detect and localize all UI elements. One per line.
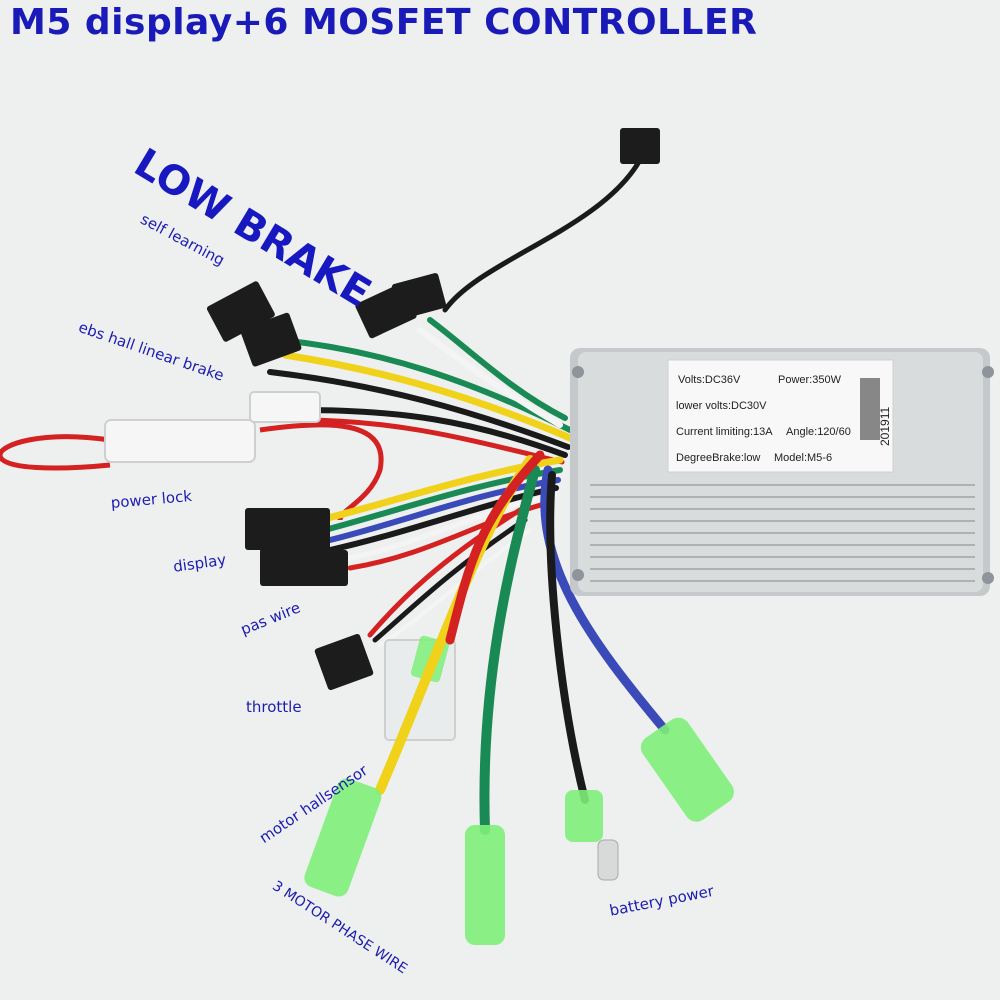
spec-angle: Angle:120/60 bbox=[786, 426, 851, 438]
label-throttle: throttle bbox=[246, 698, 302, 716]
top-connector-cable bbox=[442, 157, 643, 313]
spec-current: Current limiting:13A bbox=[676, 426, 773, 438]
ebs-connector bbox=[240, 312, 302, 367]
spec-label bbox=[667, 359, 894, 473]
phase-connector-yellow bbox=[304, 778, 382, 897]
battery-terminal bbox=[597, 839, 619, 881]
spec-model: Model:M5-6 bbox=[774, 452, 833, 464]
upper-wire-bundle bbox=[267, 317, 574, 465]
battery-connector-black bbox=[565, 790, 603, 842]
display-connector bbox=[245, 508, 330, 550]
page-title: M5 display+6 MOSFET CONTROLLER bbox=[10, 2, 758, 43]
barcode bbox=[860, 378, 880, 440]
screw bbox=[982, 366, 994, 378]
power-lock-connector bbox=[104, 419, 256, 463]
screw bbox=[572, 569, 584, 581]
pas-connector bbox=[308, 550, 348, 586]
spec-serial: 201911 bbox=[878, 406, 892, 446]
controller-housing bbox=[570, 348, 994, 596]
phase-connector-green bbox=[465, 825, 505, 945]
spec-power: Power:350W bbox=[778, 374, 841, 386]
power-lock-loop bbox=[0, 434, 111, 471]
ebs-white-connector bbox=[249, 391, 321, 423]
power-lock-wire bbox=[259, 422, 384, 521]
upper-center-connector-2 bbox=[391, 273, 447, 319]
phase-wires bbox=[375, 450, 670, 835]
throttle-connector bbox=[314, 633, 374, 691]
top-connector bbox=[620, 128, 660, 164]
heatsink-fins bbox=[590, 484, 975, 582]
spec-degree: DegreeBrake:low bbox=[676, 452, 761, 464]
self-learning-connector bbox=[206, 281, 275, 342]
screw bbox=[982, 572, 994, 584]
battery-connector-blue bbox=[640, 717, 734, 822]
spec-volts: Volts:DC36V bbox=[678, 374, 741, 386]
spec-lower-volts: lower volts:DC30V bbox=[676, 400, 767, 412]
screw bbox=[572, 366, 584, 378]
